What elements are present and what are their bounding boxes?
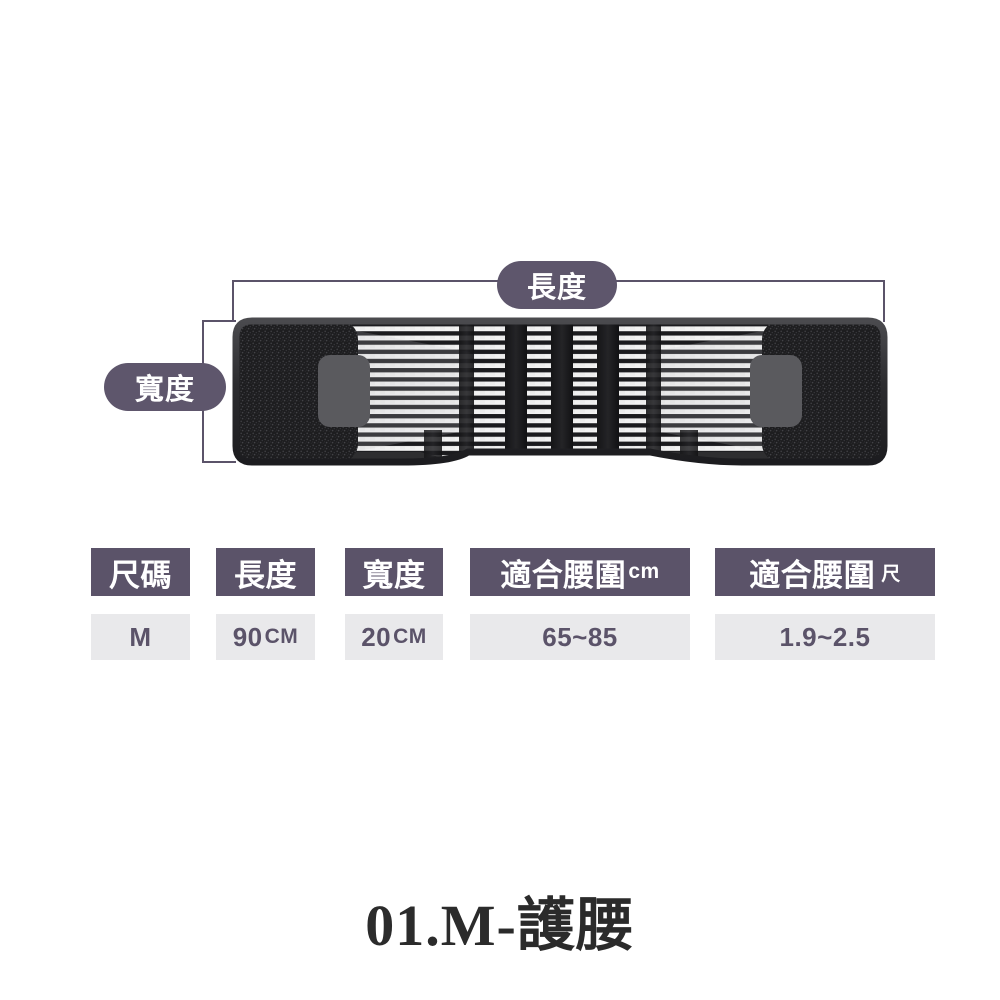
table-cell-size: M — [91, 614, 190, 660]
belt-outline — [232, 317, 888, 466]
product-illustration — [202, 280, 888, 466]
support-stays — [424, 321, 698, 460]
header-label: 尺碼 — [109, 557, 172, 593]
cell-value: 20 — [361, 621, 392, 652]
header-label: 長度 — [234, 557, 297, 593]
table-header-waist-chi: 適合腰圍尺 — [715, 548, 935, 596]
product-diagram: 長度 寬度 — [104, 261, 888, 466]
table-cell-waist-cm: 65~85 — [470, 614, 690, 660]
waist-support-belt — [236, 321, 884, 462]
cell-value: 1.9~2.5 — [779, 621, 871, 652]
cell-unit: CM — [393, 625, 427, 648]
table-header-width: 寬度 — [345, 548, 443, 596]
header-label: 適合腰圍 — [500, 557, 627, 593]
left-velcro-pad — [236, 321, 370, 462]
header-label: 寬度 — [362, 557, 426, 593]
table-header-length: 長度 — [216, 548, 315, 596]
cell-value: M — [129, 621, 152, 652]
header-label: 適合腰圍 — [749, 557, 876, 593]
cell-unit: CM — [264, 625, 299, 648]
callout-length: 長度 — [497, 261, 617, 309]
table-cell-waist-chi: 1.9~2.5 — [715, 614, 935, 660]
table-header-size: 尺碼 — [91, 548, 190, 596]
header-unit: 尺 — [881, 563, 901, 585]
cell-value: 65~85 — [542, 621, 618, 652]
callout-width: 寬度 — [104, 363, 226, 411]
right-velcro-pad — [750, 321, 884, 462]
product-caption: 01.M-護腰 — [365, 893, 635, 958]
cell-value: 90 — [232, 621, 263, 652]
header-unit: cm — [628, 560, 660, 583]
